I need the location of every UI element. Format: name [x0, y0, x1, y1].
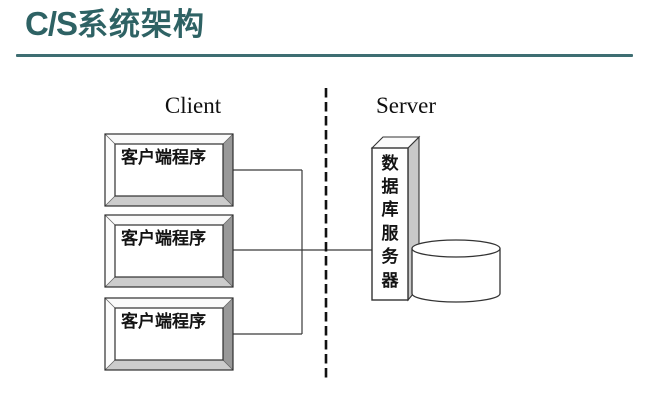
- server-label-char: 器: [381, 271, 400, 290]
- title-prefix: C/S: [25, 5, 78, 42]
- server-label-char: 库: [382, 199, 399, 219]
- box-inner-face: [114, 307, 224, 361]
- server-label-char: 数: [382, 153, 400, 173]
- bevel-seams: [104, 133, 234, 207]
- bevel-top: [105, 215, 233, 225]
- page-title: C/S系统架构: [25, 5, 206, 42]
- client-section-label: Client: [165, 93, 222, 118]
- client-box-label: 客户端程序: [120, 311, 206, 331]
- server-label-char: 务: [382, 246, 400, 266]
- client-program-box: 客户端程序: [104, 214, 234, 288]
- bevel-top: [105, 298, 233, 308]
- bevel-left: [105, 298, 115, 370]
- cylinder-body: [411, 248, 501, 303]
- bevel-right: [223, 298, 233, 370]
- database-cylinder-icon: [411, 239, 501, 303]
- bevel-left: [105, 134, 115, 206]
- bevel-bottom: [105, 277, 233, 287]
- bevel-right: [223, 215, 233, 287]
- database-server-box: 数 据 库 服 务 器: [370, 135, 421, 302]
- box-outer-frame: [104, 133, 234, 207]
- bevel-bottom: [105, 360, 233, 370]
- client-program-box: 客户端程序: [104, 297, 234, 371]
- server-label-char: 服: [382, 224, 400, 243]
- connection-lines: [233, 169, 372, 335]
- client-box-label: 客户端程序: [120, 147, 206, 167]
- title-suffix: 系统架构: [77, 7, 206, 42]
- bevel-seams: [104, 214, 234, 288]
- architecture-diagram: Client Server 客户端程序: [104, 88, 501, 382]
- pillar-front-face: [371, 147, 409, 301]
- cylinder-top: [411, 239, 501, 258]
- box-inner-face: [114, 143, 224, 197]
- bevel-top: [105, 134, 233, 144]
- box-inner-face: [114, 224, 224, 278]
- bevel-right: [223, 134, 233, 206]
- box-outer-frame: [104, 297, 234, 371]
- bevel-left: [105, 215, 115, 287]
- bevel-seams: [104, 297, 234, 371]
- box-outer-frame: [104, 214, 234, 288]
- server-section-label: Server: [376, 93, 436, 118]
- server-label-char: 据: [382, 176, 399, 196]
- title-underline: [16, 54, 633, 57]
- bevel-bottom: [105, 196, 233, 206]
- client-program-box: 客户端程序: [104, 133, 234, 207]
- client-box-label: 客户端程序: [120, 228, 206, 248]
